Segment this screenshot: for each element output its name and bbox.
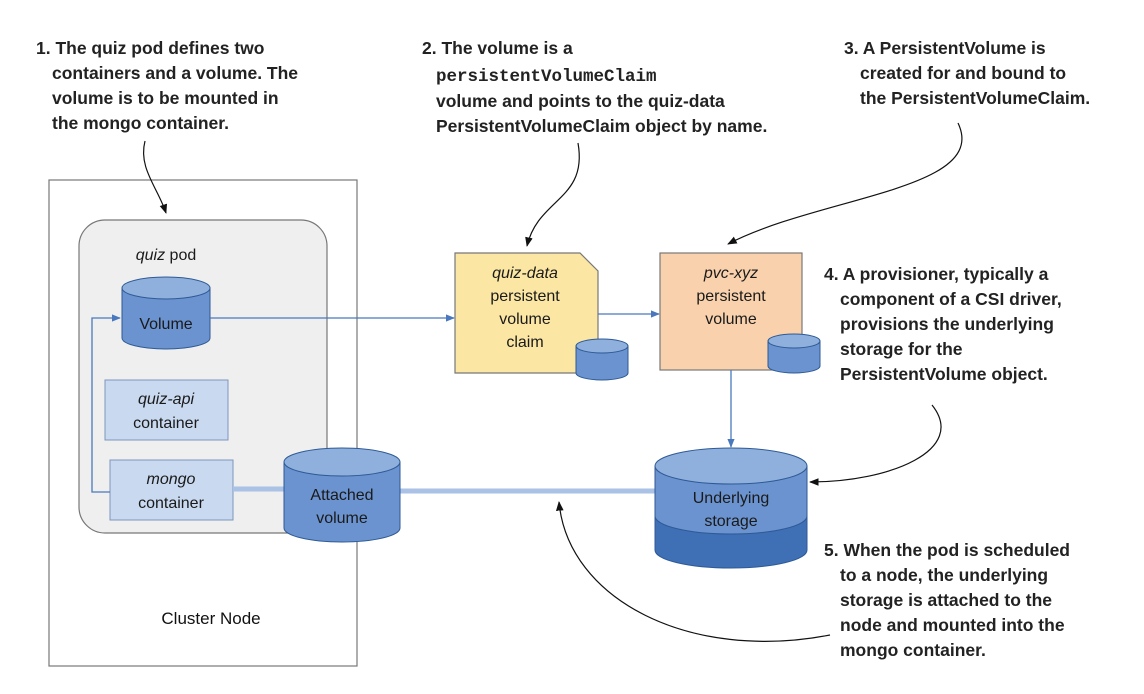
annotation-1-line1: 1. The quiz pod defines two — [36, 38, 264, 58]
mongo-suffix: container — [138, 495, 204, 512]
pvc-line2: persistent — [490, 288, 560, 305]
annotation-3-line2: created for and bound to — [860, 63, 1066, 83]
pv-name: pvc-xyz — [703, 265, 758, 282]
pvc-line3: volume — [499, 311, 551, 328]
annotation-5: 5. When the pod is scheduled to a node, … — [824, 540, 1070, 660]
annotation-4-line2: component of a CSI driver, — [840, 289, 1062, 309]
annotation-5-line3: storage is attached to the — [840, 590, 1052, 610]
annotation-1-line3: volume is to be mounted in — [52, 88, 279, 108]
annotation-2-line1: 2. The volume is a — [422, 38, 573, 58]
pvc-line4: claim — [506, 334, 543, 351]
quiz-api-suffix: container — [133, 415, 199, 432]
pvc-object: quiz-data persistent volume claim — [454, 252, 629, 381]
underlying-storage: Underlying storage — [654, 447, 808, 569]
annotation-5-arrow — [555, 501, 831, 642]
pvc-volume-icon — [575, 338, 629, 381]
pod-volume-label: Volume — [139, 316, 192, 333]
quiz-api-container: quiz-api container — [104, 379, 229, 441]
pv-line2: persistent — [696, 288, 766, 305]
cluster-node-label: Cluster Node — [161, 609, 260, 628]
annotation-5-line5: mongo container. — [840, 640, 986, 660]
mongo-name: mongo — [147, 471, 196, 488]
annotation-5-line4: node and mounted into the — [840, 615, 1065, 635]
annotation-4-line4: storage for the — [840, 339, 963, 359]
annotation-4-line1: 4. A provisioner, typically a — [824, 264, 1049, 284]
annotation-2-arrow — [525, 142, 580, 247]
pod-volume: Volume — [121, 276, 211, 350]
quiz-api-name: quiz-api — [138, 391, 194, 408]
annotation-3-line3: the PersistentVolumeClaim. — [860, 88, 1090, 108]
annotation-5-line2: to a node, the underlying — [840, 565, 1048, 585]
annotation-2: 2. The volume is a persistentVolumeClaim… — [422, 38, 767, 136]
pv-object: pvc-xyz persistent volume — [659, 252, 821, 374]
annotation-3: 3. A PersistentVolume is created for and… — [844, 38, 1090, 108]
pvc-name: quiz-data — [492, 265, 558, 282]
annotation-2-code: persistentVolumeClaim — [436, 67, 657, 87]
annotation-4-arrow — [809, 404, 942, 486]
volume-mount-connector — [91, 314, 121, 493]
annotation-4-line3: provisions the underlying — [840, 314, 1054, 334]
storage-line1: Underlying — [693, 490, 769, 507]
annotation-5-line1: 5. When the pod is scheduled — [824, 540, 1070, 560]
annotation-4-line5: PersistentVolume object. — [840, 364, 1048, 384]
annotation-3-arrow — [727, 122, 963, 245]
pod-title: quiz pod — [136, 247, 197, 264]
attached-volume: Attached volume — [283, 447, 401, 543]
attached-volume-line2: volume — [316, 510, 368, 527]
annotation-1: 1. The quiz pod defines two containers a… — [36, 38, 298, 133]
annotation-2-line4: PersistentVolumeClaim object by name. — [436, 116, 767, 136]
storage-line2: storage — [704, 513, 757, 530]
annotation-3-line1: 3. A PersistentVolume is — [844, 38, 1046, 58]
annotation-1-arrow — [143, 140, 168, 214]
annotation-4: 4. A provisioner, typically a component … — [824, 264, 1062, 384]
mongo-container: mongo container — [109, 459, 234, 521]
pv-volume-icon — [767, 333, 821, 374]
attached-volume-line1: Attached — [310, 487, 373, 504]
annotation-2-line3: volume and points to the quiz-data — [436, 91, 725, 111]
pv-line3: volume — [705, 311, 757, 328]
annotation-1-line2: containers and a volume. The — [52, 63, 298, 83]
annotation-1-line4: the mongo container. — [52, 113, 229, 133]
